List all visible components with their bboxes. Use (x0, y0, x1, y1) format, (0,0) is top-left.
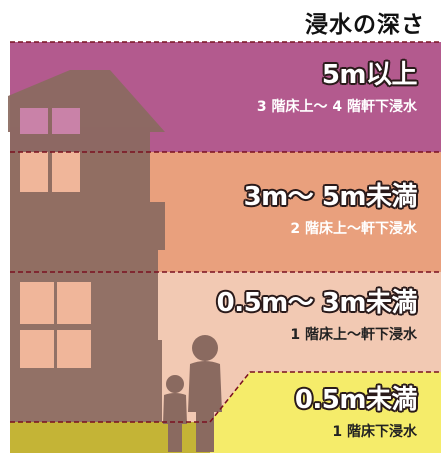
house-windows (20, 152, 91, 368)
band-label-5m-plus: 5m以上 3 階床上〜 4 階軒下浸水 (256, 60, 418, 116)
depth-boundaries (10, 41, 441, 423)
depth-description: 3 階床上〜 4 階軒下浸水 (256, 99, 417, 115)
band-label-3m-5m: 3m〜 5m未満 2 階床上〜軒下浸水 (243, 182, 418, 238)
depth-description: 1 階床上〜軒下浸水 (290, 327, 417, 343)
ground-below-05m (10, 422, 210, 453)
diagram-title: 浸水の深さ (305, 12, 425, 38)
depth-description: 1 階床下浸水 (332, 424, 417, 440)
depth-value: 3m〜 5m未満 (243, 182, 418, 212)
depth-value: 0.5m未満 (294, 385, 418, 415)
depth-description: 2 階床上〜軒下浸水 (290, 221, 417, 237)
band-under-05m (210, 372, 441, 453)
depth-value: 0.5m〜 3m未満 (216, 288, 418, 318)
adult-person-icon (188, 335, 222, 452)
band-label-under-05m: 0.5m未満 1 階床下浸水 (294, 385, 418, 441)
depth-value: 5m以上 (321, 60, 418, 90)
house-upper-window (20, 108, 80, 134)
band-label-05m-3m: 0.5m〜 3m未満 1 階床上〜軒下浸水 (216, 288, 418, 344)
